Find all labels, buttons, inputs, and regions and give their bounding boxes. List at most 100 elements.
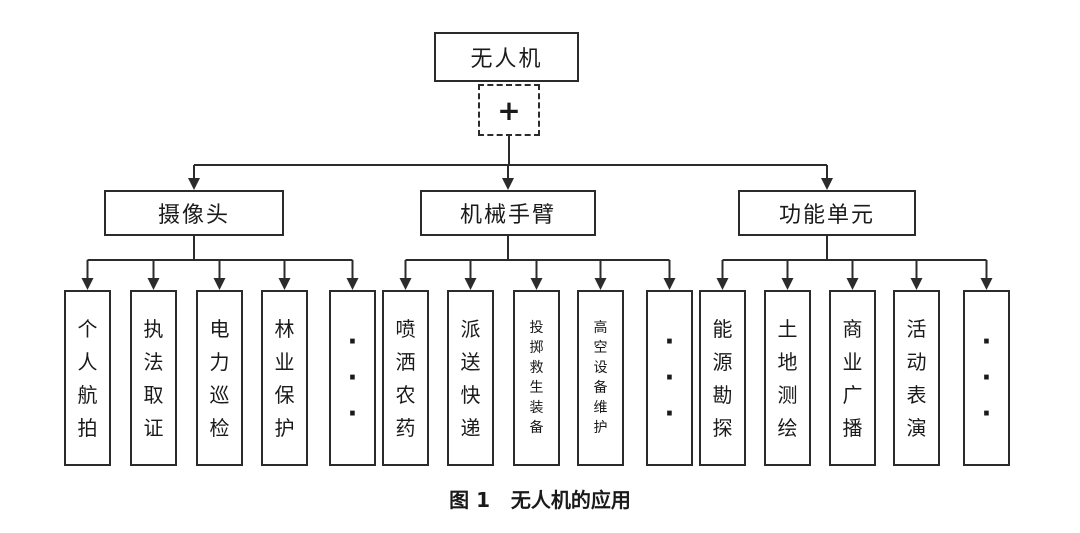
arrowhead <box>594 278 607 290</box>
leaf-node: 活动表演 <box>893 290 940 466</box>
leaf-char: 设 <box>593 360 608 376</box>
leaf-char: 派 <box>460 316 481 341</box>
arrowhead <box>147 278 160 290</box>
leaf-char: 取 <box>143 382 164 407</box>
leaf-char: 生 <box>529 380 544 396</box>
leaf-char: 巡 <box>209 382 230 407</box>
leaf-char: 能 <box>712 316 733 341</box>
leaf-node: 投掷救生装备 <box>513 290 560 466</box>
leaf-char: · <box>347 363 358 393</box>
arrowhead <box>980 278 993 290</box>
leaf-char: 护 <box>274 415 295 440</box>
leaf-char: 土 <box>777 316 798 341</box>
leaf-char: 探 <box>712 415 733 440</box>
leaf-char: 播 <box>842 415 863 440</box>
leaf-char: 护 <box>593 420 608 436</box>
arrowhead <box>464 278 477 290</box>
leaf-char: 维 <box>593 400 608 416</box>
arrowhead <box>213 278 226 290</box>
leaf-node: 个人航拍 <box>64 290 111 466</box>
arrowhead <box>188 178 200 190</box>
leaf-node: 商业广播 <box>829 290 876 466</box>
arrowhead <box>346 278 359 290</box>
leaf-char: 备 <box>593 380 608 396</box>
arrowhead <box>781 278 794 290</box>
leaf-char: · <box>664 363 675 393</box>
arrowhead <box>821 178 833 190</box>
branch-label: 机械手臂 <box>459 203 556 228</box>
leaf-char: · <box>347 327 358 357</box>
leaf-char: 检 <box>209 415 230 440</box>
plus-icon: + <box>497 93 521 127</box>
root-node: 无人机 <box>434 32 579 82</box>
leaf-char: · <box>347 399 358 429</box>
branch-node: 功能单元 <box>738 190 916 236</box>
leaf-char: · <box>981 363 992 393</box>
arrowhead <box>716 278 729 290</box>
leaf-node: 高空设备维护 <box>577 290 624 466</box>
leaf-char: 测 <box>777 382 798 407</box>
leaf-node: · · · <box>329 290 376 466</box>
leaf-node: 派送快递 <box>447 290 494 466</box>
leaf-char: 人 <box>77 349 98 374</box>
leaf-node: 喷洒农药 <box>382 290 429 466</box>
leaf-char: 业 <box>842 349 863 374</box>
figure-number: 图 1 <box>449 488 490 512</box>
leaf-char: 演 <box>906 415 927 440</box>
branch-node: 摄像头 <box>104 190 284 236</box>
leaf-char: 快 <box>460 382 481 407</box>
arrowhead <box>81 278 94 290</box>
leaf-char: 药 <box>395 415 416 440</box>
leaf-char: 个 <box>77 316 98 341</box>
leaf-char: 广 <box>842 382 863 407</box>
leaf-node: ··· <box>963 290 1010 466</box>
arrowhead <box>278 278 291 290</box>
leaf-node: 电力巡检 <box>196 290 243 466</box>
figure-caption: 图 1 无人机的应用 <box>0 484 1080 513</box>
leaf-char: · <box>664 327 675 357</box>
leaf-char: 高 <box>593 320 608 336</box>
leaf-char: 地 <box>777 349 798 374</box>
leaf-node: 林业保护 <box>261 290 308 466</box>
leaf-node: 土地测绘 <box>764 290 811 466</box>
expand-plus-node: + <box>478 84 540 136</box>
leaf-char: 勘 <box>712 382 733 407</box>
leaf-char: 表 <box>906 382 927 407</box>
leaf-char: 力 <box>209 349 230 374</box>
arrowhead <box>910 278 923 290</box>
leaf-char: · <box>981 399 992 429</box>
branch-label: 摄像头 <box>157 203 230 228</box>
arrowhead <box>846 278 859 290</box>
leaf-char: 洒 <box>395 349 416 374</box>
leaf-char: 保 <box>274 382 295 407</box>
leaf-char: 投 <box>529 320 544 336</box>
leaf-char: 装 <box>529 400 544 416</box>
leaf-node: 能源勘探 <box>699 290 746 466</box>
leaf-char: 递 <box>460 415 481 440</box>
leaf-char: 动 <box>906 349 927 374</box>
leaf-char: 电 <box>209 316 230 341</box>
arrowhead <box>530 278 543 290</box>
leaf-char: 送 <box>460 349 481 374</box>
branch-node: 机械手臂 <box>420 190 596 236</box>
leaf-char: 喷 <box>395 316 416 341</box>
leaf-node: 执法取证 <box>130 290 177 466</box>
leaf-char: 掷 <box>529 340 544 356</box>
arrowhead <box>663 278 676 290</box>
leaf-char: 备 <box>529 420 544 436</box>
arrowhead <box>502 178 514 190</box>
figure-title: 无人机的应用 <box>510 488 631 512</box>
leaf-char: 商 <box>842 316 863 341</box>
root-label: 无人机 <box>470 47 543 72</box>
leaf-char: 救 <box>529 360 544 376</box>
leaf-char: 业 <box>274 349 295 374</box>
leaf-char: 空 <box>593 340 608 356</box>
arrowhead <box>399 278 412 290</box>
leaf-char: 林 <box>274 316 295 341</box>
branch-label: 功能单元 <box>778 203 875 228</box>
leaf-char: 法 <box>143 349 164 374</box>
leaf-char: 农 <box>395 382 416 407</box>
leaf-char: 执 <box>143 316 164 341</box>
